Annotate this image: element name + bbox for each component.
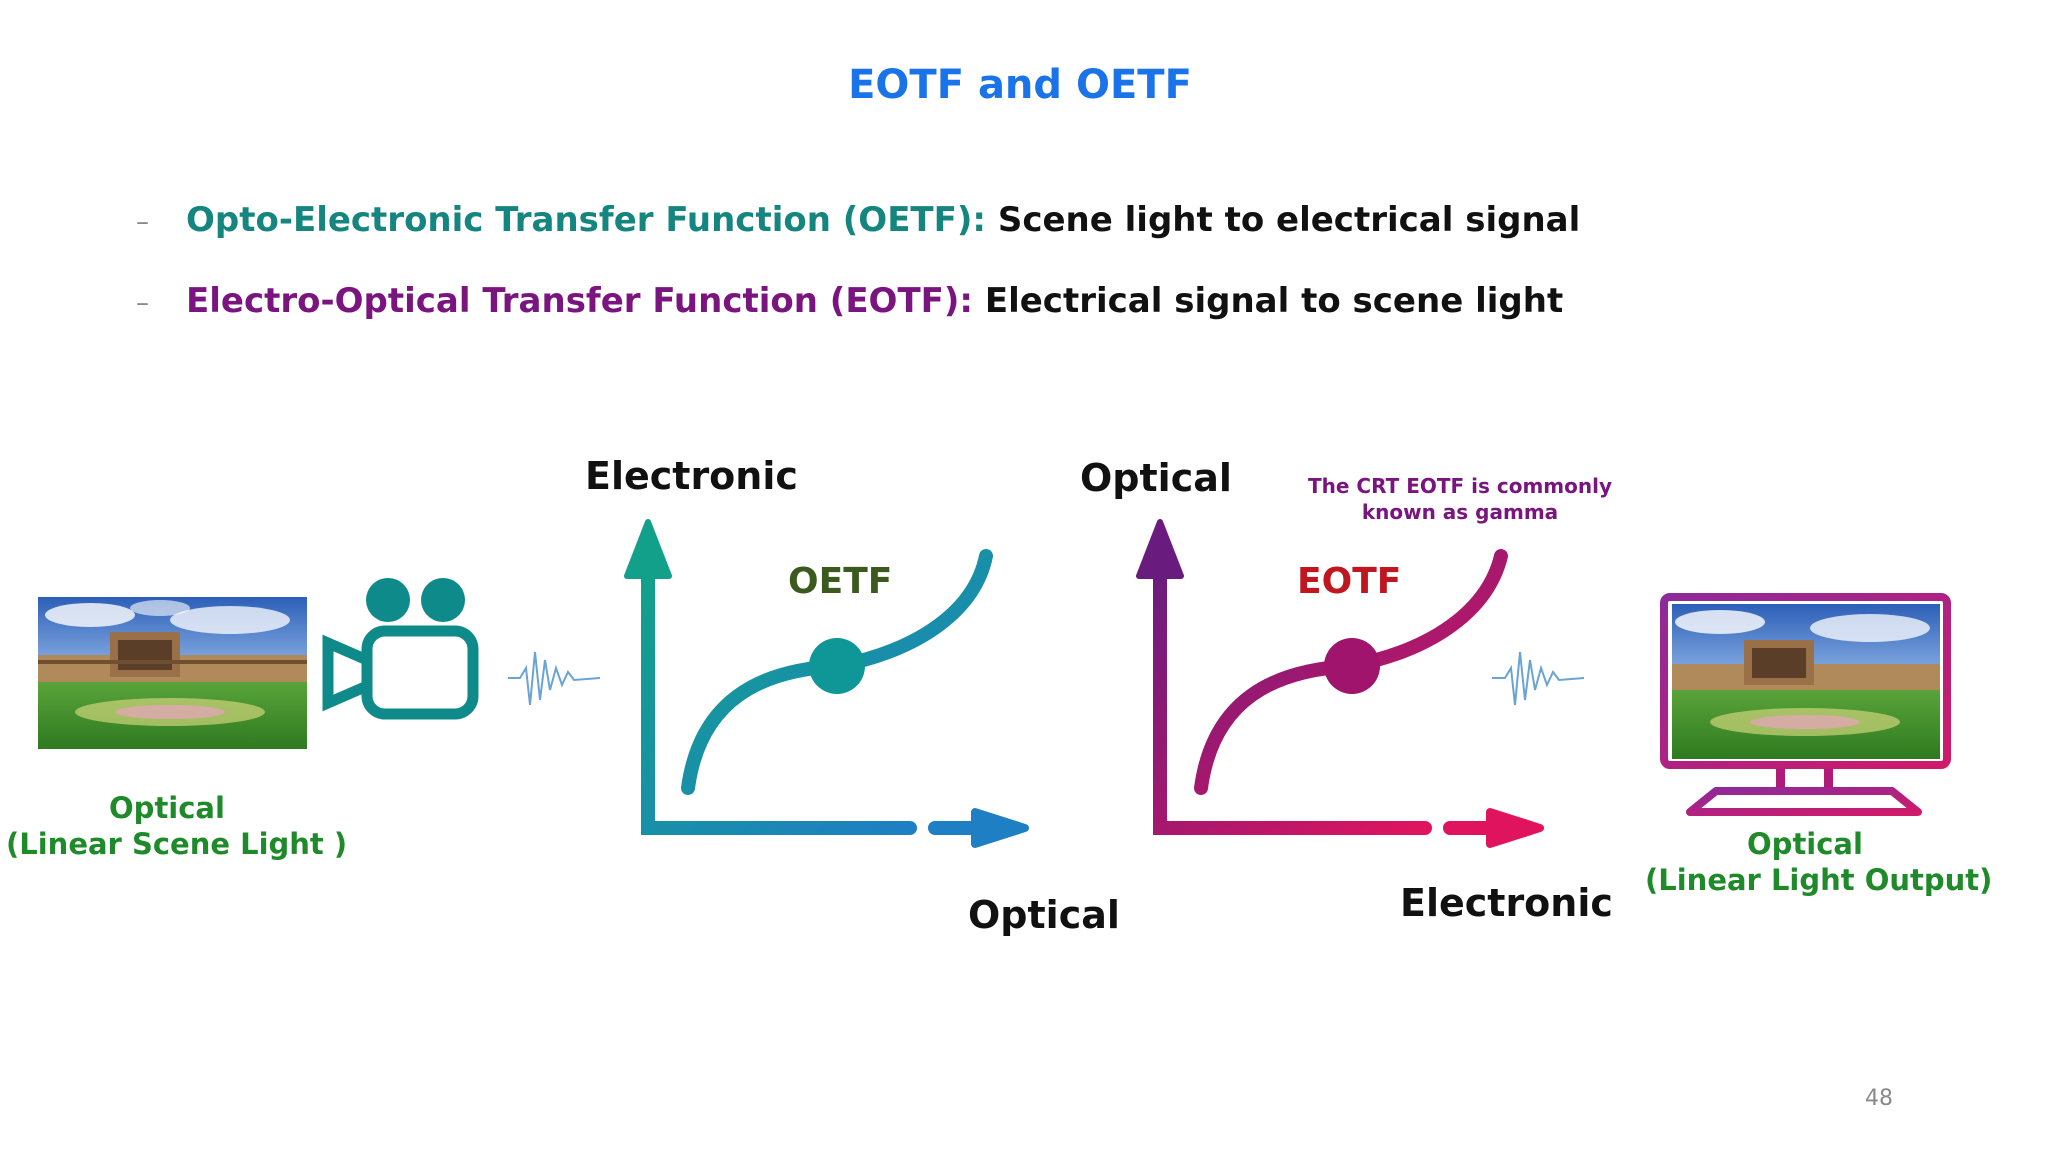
display-caption-line: Optical: [1747, 827, 1863, 861]
oetf-graph: [624, 519, 1029, 848]
source-caption-line: (Linear Scene Light ): [6, 827, 348, 861]
oetf-x-axis-label: Optical: [968, 893, 1120, 937]
gamma-note-line: The CRT EOTF is commonly: [1308, 474, 1612, 498]
oetf-y-axis-label: Electronic: [585, 454, 798, 498]
eotf-x-arrowhead: [1486, 808, 1544, 848]
eotf-y-axis: [1153, 563, 1432, 836]
display-caption-line: (Linear Light Output): [1645, 863, 1993, 897]
bullet-term: Electro-Optical Transfer Function (EOTF)…: [186, 281, 974, 321]
gamma-note-line: known as gamma: [1361, 500, 1559, 524]
eotf-curve-marker: [1324, 638, 1380, 694]
eotf-y-arrowhead: [1136, 519, 1184, 579]
source-caption: Optical (Linear Scene Light ): [6, 790, 348, 862]
bullet-dash: –: [136, 206, 149, 237]
source-caption-line: Optical: [109, 791, 225, 825]
eotf-y-axis-label: Optical: [1080, 456, 1232, 500]
bullet-dash: –: [136, 287, 149, 318]
gamma-note: The CRT EOTF is commonly known as gamma: [1300, 473, 1620, 525]
eotf-graph: [1136, 519, 1544, 848]
bullet-oetf: – Opto-Electronic Transfer Function (OETF…: [136, 200, 1580, 240]
bullet-eotf: – Electro-Optical Transfer Function (EOTF…: [136, 281, 1563, 321]
oetf-y-axis: [641, 563, 917, 836]
monitor-icon: [1660, 593, 1951, 816]
slide-title: EOTF and OETF: [848, 62, 1192, 108]
eotf-x-axis-label: Electronic: [1400, 881, 1613, 925]
oetf-curve-marker: [809, 638, 865, 694]
video-camera-icon: [322, 578, 479, 720]
waveform-icon: [508, 651, 601, 706]
bullet-description: Electrical signal to scene light: [984, 281, 1564, 321]
oetf-curve-label: OETF: [788, 561, 893, 602]
oetf-x-arrowhead: [971, 808, 1029, 848]
eotf-curve-label: EOTF: [1297, 561, 1402, 602]
display-caption: Optical (Linear Light Output): [1645, 826, 1993, 898]
waveform-icon: [1492, 651, 1585, 706]
bullet-description: Scene light to electrical signal: [997, 200, 1581, 240]
scene-photo: [38, 597, 307, 749]
oetf-y-arrowhead: [624, 519, 672, 579]
page-number: 48: [1865, 1086, 1893, 1111]
bullet-term: Opto-Electronic Transfer Function (OETF)…: [186, 200, 986, 240]
